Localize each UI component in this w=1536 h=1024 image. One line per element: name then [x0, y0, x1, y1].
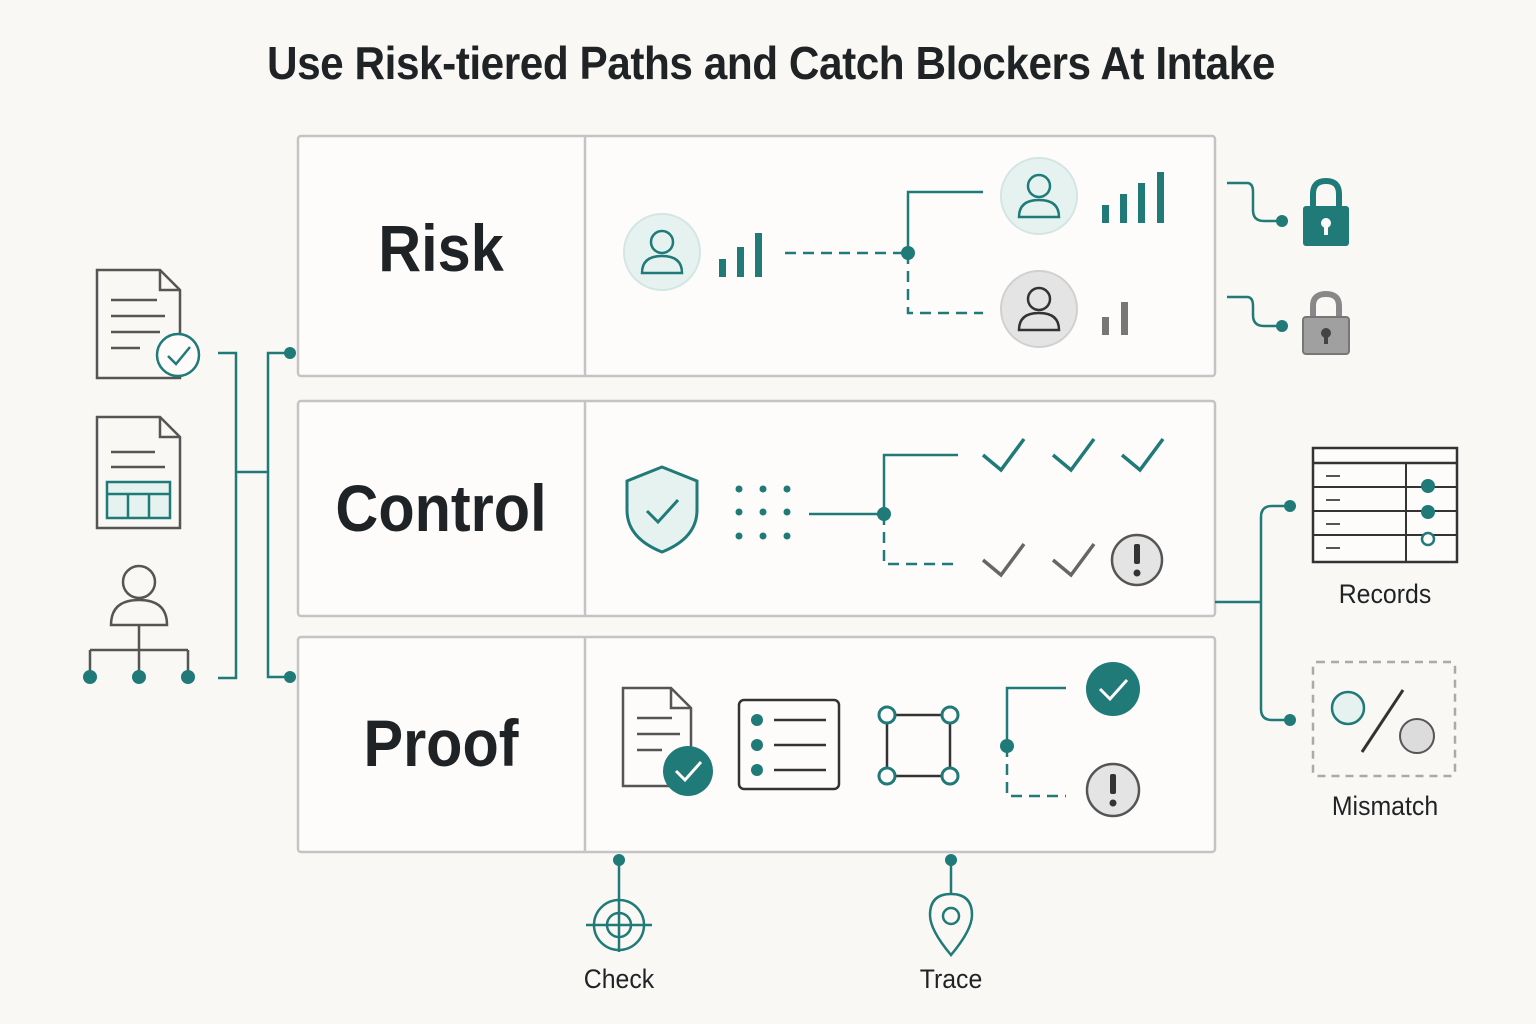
mismatch-label: Mismatch: [1331, 791, 1439, 821]
user-icon: [623, 213, 701, 291]
user-icon: [1000, 157, 1078, 235]
document-check-icon: [95, 268, 201, 380]
trace-connector: [945, 854, 957, 895]
input-connector: [218, 347, 296, 683]
row-label-risk: Risk: [378, 211, 504, 285]
check-circle-icon: [1086, 662, 1140, 716]
alert-icon: [1110, 533, 1164, 587]
branch-pass: [882, 453, 958, 514]
lock-icon: [1227, 290, 1350, 355]
row-label-control: Control: [335, 471, 547, 545]
checkmark-icon: [981, 542, 1096, 578]
records-table-icon: [1311, 446, 1459, 564]
checklist-icon: [737, 698, 841, 791]
document-check-icon: [621, 686, 713, 796]
node-square-icon: [877, 705, 960, 786]
dot-grid-icon: [735, 485, 791, 540]
row-label-proof: Proof: [363, 706, 519, 780]
trace-label: Trace: [919, 964, 983, 994]
location-pin-icon: [928, 892, 974, 957]
output-connector: [1215, 500, 1296, 726]
checkmark-icon: [981, 437, 1165, 473]
org-chart-icon: [83, 564, 195, 684]
branch-low: [906, 253, 983, 315]
page-title: Use Risk-tiered Paths and Catch Blockers…: [267, 37, 1275, 89]
alert-icon: [1085, 762, 1141, 818]
signal-bars-icon: [1102, 172, 1164, 223]
signal-bars-icon: [1102, 302, 1128, 335]
shield-check-icon: [625, 465, 699, 554]
branch-flag: [882, 514, 958, 566]
signal-bars-icon: [719, 233, 762, 277]
lock-icon: [1227, 177, 1349, 246]
spreadsheet-document-icon: [95, 415, 182, 530]
check-label: Check: [583, 964, 655, 994]
records-label: Records: [1338, 579, 1432, 609]
user-icon: [1000, 270, 1078, 348]
target-icon: [586, 898, 652, 952]
branch-high: [906, 190, 983, 253]
mismatch-icon: [1311, 660, 1457, 778]
branch-pass: [1005, 686, 1066, 746]
